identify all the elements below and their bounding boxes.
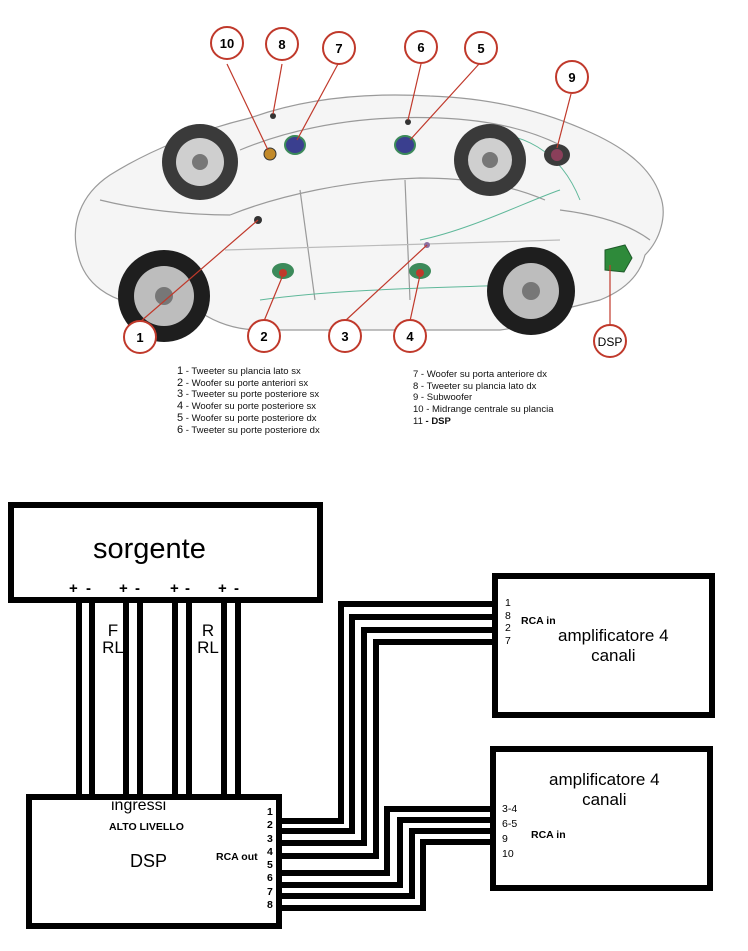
amp2-label: amplificatore 4 canali	[549, 770, 660, 809]
legend-left: 1 - Tweeter su plancia lato sx 2 - Woofe…	[177, 365, 320, 436]
dsp-to-amp1-wires	[279, 601, 495, 859]
callout-3: 3	[328, 319, 362, 353]
terminal-minus: -	[135, 580, 140, 597]
legend-item: 7 - Woofer su porta anteriore dx	[413, 369, 547, 380]
car-speaker-layout-illustration: 1 2 3 4 5 6 7 8 10 9 DSP	[74, 26, 664, 358]
svg-text:5: 5	[477, 41, 484, 56]
source-label: sorgente	[93, 533, 206, 565]
dsp-output-6: 6	[267, 872, 273, 885]
callout-8: 8	[265, 27, 299, 61]
amp2-inputs-label: RCA in	[531, 829, 566, 841]
amp1-inputs-label: RCA in	[521, 615, 556, 627]
dsp-output-2: 2	[267, 819, 273, 832]
callout-9: 9	[555, 60, 589, 94]
amp1-input-numbers: 1 8 2 7	[505, 597, 511, 647]
dsp-inputs-sublabel: ALTO LIVELLO	[109, 821, 184, 833]
callout-5: 5	[464, 31, 498, 65]
legend-item: 10 - Midrange centrale su plancia	[413, 404, 554, 416]
legend-item: 4 - Woofer su porte posteriore sx	[177, 400, 317, 413]
dsp-inputs-label: ingressi	[111, 797, 167, 814]
amp1-label: amplificatore 4 canali	[558, 626, 669, 665]
dsp-module-icon	[604, 244, 633, 273]
legend-item: 6 - Tweeter su porte posteriore dx	[177, 423, 320, 436]
speaker-8-icon	[270, 113, 276, 119]
svg-text:10: 10	[220, 36, 234, 51]
dsp-output-1: 1	[267, 806, 273, 818]
legend-item: 9 - Subwoofer	[413, 392, 473, 404]
svg-text:4: 4	[406, 329, 414, 344]
terminal-plus: +	[119, 580, 128, 597]
speaker-5-icon	[394, 135, 416, 155]
dsp-output-5: 5	[267, 859, 273, 872]
callout-1: 1	[123, 320, 157, 354]
terminal-minus: -	[185, 580, 190, 597]
dsp-output-4: 4	[267, 845, 273, 858]
callout-7: 7	[322, 31, 356, 65]
legend-item: 3 - Tweeter su porte posteriore sx	[177, 388, 320, 401]
legend-right: 7 - Woofer su porta anteriore dx 8 - Twe…	[413, 369, 553, 428]
legend-item: 5 - Woofer su porte posteriore dx	[177, 411, 317, 424]
terminal-plus: +	[218, 580, 227, 597]
dsp-output-numbers: 1 2 3 4 5 6 7 8	[267, 806, 273, 912]
callout-10: 10	[210, 26, 244, 60]
terminal-minus: -	[86, 580, 91, 597]
dsp-output-7: 7	[267, 885, 273, 898]
dsp-box	[26, 794, 282, 929]
callout-2: 2	[247, 319, 281, 353]
car-wheels	[118, 124, 575, 342]
svg-text:8: 8	[278, 37, 285, 52]
amp1-box	[492, 573, 715, 718]
svg-text:6: 6	[417, 40, 424, 55]
svg-text:DSP: DSP	[598, 335, 623, 349]
svg-text:3: 3	[341, 329, 348, 344]
legend-item: 1 - Tweeter su plancia lato sx	[177, 365, 301, 377]
amp2-input-numbers: 3-4 6-5 9 10	[502, 803, 518, 860]
dsp-outputs-label: RCA out	[216, 851, 258, 863]
dsp-output-3: 3	[267, 832, 273, 845]
speaker-6-icon	[405, 119, 411, 125]
terminal-plus: +	[170, 580, 179, 597]
source-to-dsp-wires	[76, 600, 241, 797]
legend-item: 2 - Woofer su porte anteriori sx	[177, 376, 309, 389]
callout-dsp: DSP	[593, 324, 627, 358]
terminal-minus: -	[234, 580, 239, 597]
callout-markers: 1 2 3 4 5 6 7 8 10 9 DSP	[123, 26, 627, 358]
dsp-output-8: 8	[267, 899, 273, 912]
speaker-10-icon	[263, 147, 277, 161]
source-box	[8, 502, 323, 603]
svg-text:9: 9	[568, 70, 575, 85]
svg-text:1: 1	[136, 330, 143, 345]
dsp-to-amp2-wires	[279, 806, 493, 911]
svg-text:7: 7	[335, 41, 342, 56]
terminal-plus: +	[69, 580, 78, 597]
legend-item: 8 - Tweeter su plancia lato dx	[413, 380, 537, 392]
speaker-7-icon	[284, 135, 306, 155]
svg-text:2: 2	[260, 329, 267, 344]
legend-item: 11 - DSP	[413, 415, 451, 427]
callout-4: 4	[393, 319, 427, 353]
callout-6: 6	[404, 30, 438, 64]
callout-leader-lines	[139, 63, 611, 325]
dsp-label: DSP	[130, 851, 168, 871]
